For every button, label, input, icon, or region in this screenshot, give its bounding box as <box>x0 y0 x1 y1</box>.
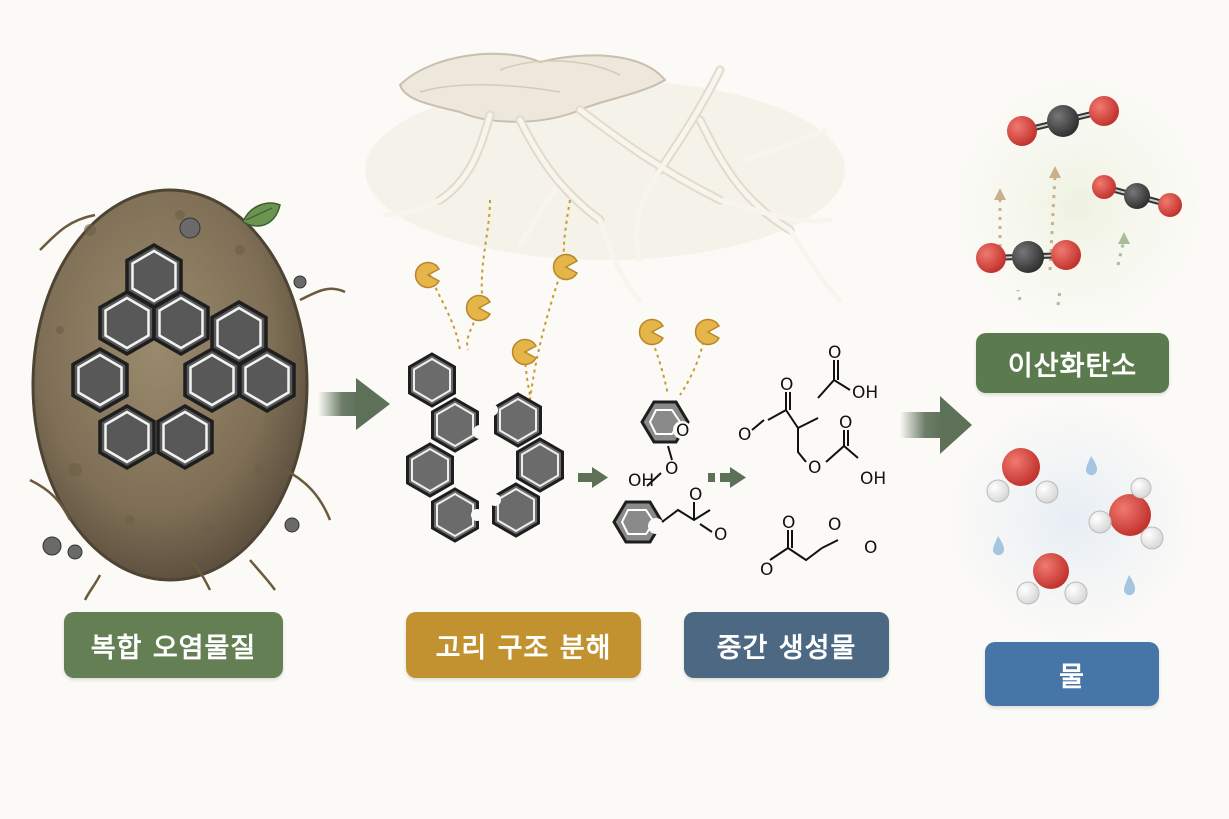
oxygen-label: O <box>738 425 751 445</box>
oxygen-label: O <box>864 538 877 558</box>
enzyme-icon <box>511 338 537 366</box>
oxygen-label: O <box>780 375 793 395</box>
co2-molecule-icon <box>976 240 1081 273</box>
arrow-to-final-products <box>900 396 972 454</box>
co2-label: 이산화탄소 <box>976 333 1169 393</box>
arrow-to-ring-breakdown <box>318 378 390 430</box>
water-label: 물 <box>985 642 1159 706</box>
hydroxyl-label: OH <box>628 471 654 491</box>
oxygen-label: O <box>782 513 795 533</box>
oxygen-label: O <box>828 343 841 363</box>
water-molecule-icon <box>1088 477 1164 550</box>
ring-breakdown-label: 고리 구조 분해 <box>406 612 641 678</box>
soil-clump-icon <box>29 188 346 601</box>
arrow-dashed-to-products <box>708 467 746 488</box>
hydroxyl-label: OH <box>852 383 878 403</box>
small-organic-products <box>751 360 859 562</box>
enzyme-icon <box>694 318 720 346</box>
oxygen-label: O <box>714 525 727 545</box>
oxygen-label: O <box>828 515 841 535</box>
co2-panel <box>960 85 1196 325</box>
enzyme-icon <box>465 294 491 322</box>
broken-ring-structures <box>406 352 564 543</box>
oxygen-label: O <box>665 459 678 479</box>
leaf-icon <box>242 202 281 227</box>
oxygen-label: O <box>839 413 852 433</box>
enzyme-icon <box>552 253 578 281</box>
pollutant-label: 복합 오염물질 <box>64 612 283 678</box>
water-molecule-icon <box>1016 553 1088 605</box>
oxygen-label: O <box>689 485 702 505</box>
water-panel <box>954 405 1190 635</box>
enzyme-icon <box>414 261 440 289</box>
enzyme-group <box>414 199 720 401</box>
intermediate-products-label: 중간 생성물 <box>684 612 889 678</box>
co2-molecule-icon <box>1092 175 1182 217</box>
water-molecule-icon <box>986 448 1059 504</box>
ring-fragments: O O OH O O <box>612 400 727 545</box>
co2-molecule-icon <box>1007 96 1119 146</box>
arrow-to-intermediates <box>578 467 608 488</box>
product-labels: O OH O O O O OH O O O O <box>738 343 886 580</box>
oxygen-label: O <box>808 458 821 478</box>
enzyme-icon <box>638 318 664 346</box>
water-drop-icon <box>993 456 1136 596</box>
oxygen-label: O <box>676 421 689 441</box>
fungus-mycelium-icon <box>365 52 845 303</box>
hydroxyl-label: OH <box>860 469 886 489</box>
oxygen-label: O <box>760 560 773 580</box>
